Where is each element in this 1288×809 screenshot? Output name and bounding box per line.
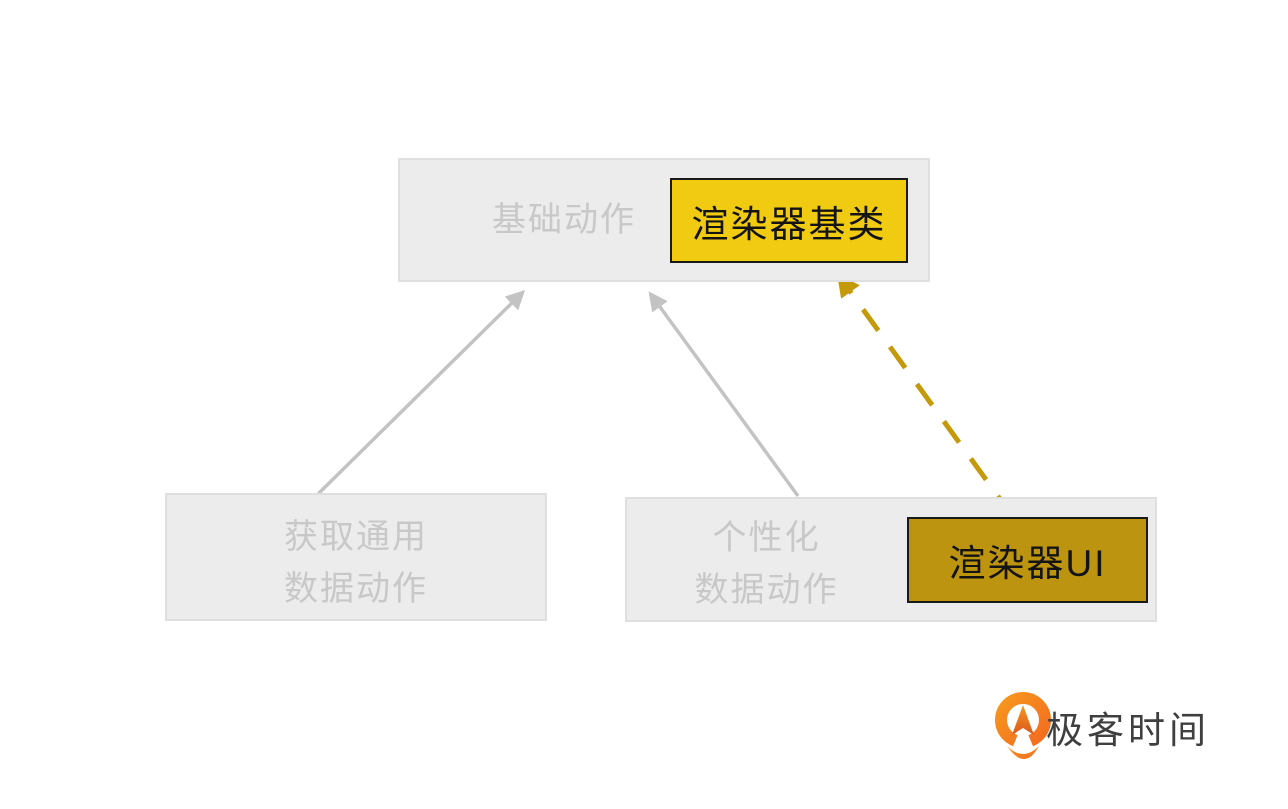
edge-personalized-to-base xyxy=(648,291,800,498)
node-renderer-ui-text: 渲染器UI xyxy=(948,543,1107,584)
edge-renderer-ui-to-renderer-base xyxy=(836,273,1016,519)
edge-fetch-common-to-base xyxy=(316,289,526,496)
geektime-logo-icon xyxy=(995,692,1051,759)
node-fetch-common-box xyxy=(165,493,547,621)
geektime-logo-wordmark: 极客时间 xyxy=(1046,710,1210,751)
node-renderer-base-text: 渲染器基类 xyxy=(691,203,887,245)
node-renderer-ui: 渲染器UI xyxy=(907,517,1148,603)
node-renderer-base: 渲染器基类 xyxy=(670,178,908,263)
